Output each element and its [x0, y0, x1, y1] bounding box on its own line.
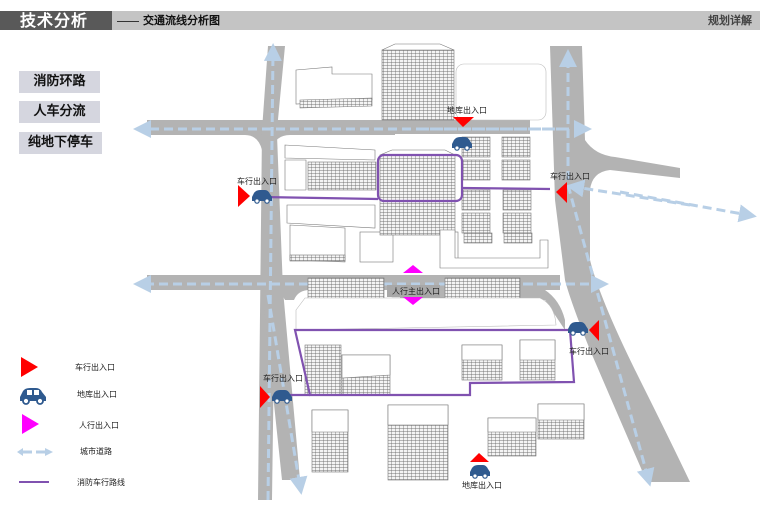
label-east-upper-vehicle: 车行出入口: [550, 172, 590, 181]
dash-divider: [117, 20, 139, 22]
legend-label-fire-route: 消防车行路线: [77, 478, 125, 487]
label-west-upper-vehicle: 车行出入口: [237, 177, 277, 186]
header-bar: 技术分析 交通流线分析图 规划详解: [0, 11, 760, 30]
east-lower-vehicle-entry-icon: [589, 320, 599, 341]
legend-label-pedestrian-entry: 人行出入口: [79, 421, 119, 430]
subtitle-text: 交通流线分析图: [143, 14, 220, 27]
label-east-lower-vehicle: 车行出入口: [569, 347, 609, 356]
pedestrian-label-bg: [387, 285, 440, 297]
label-pedestrian-main: 人行主出入口: [392, 287, 440, 296]
car-icon: [20, 388, 46, 405]
west-lower-vehicle-entry-icon: [260, 386, 270, 408]
legend-label-garage-entry: 地库出入口: [77, 390, 117, 399]
tag-pedestrian-vehicle-separation: 人车分流: [19, 101, 100, 123]
vehicle-entries: [238, 117, 599, 462]
red-triangle-icon: [21, 357, 38, 377]
pedestrian-entries: [403, 265, 423, 305]
tag-fire-loop: 消防环路: [19, 71, 100, 93]
south-garage-entry-icon: [470, 453, 489, 462]
legend-label-vehicle-entry: 车行出入口: [75, 363, 115, 372]
dashed-double-arrow-icon: [17, 448, 53, 456]
north-garage-entry-icon: [453, 117, 474, 127]
label-west-lower-vehicle: 车行出入口: [263, 374, 303, 383]
tag-underground-parking: 纯地下停车: [19, 132, 102, 154]
label-south-garage: 地库出入口: [462, 481, 502, 490]
page-subtitle: 交通流线分析图: [117, 11, 220, 30]
label-north-garage: 地库出入口: [447, 106, 487, 115]
city-road-arrows: [133, 43, 757, 501]
magenta-triangle-icon: [22, 414, 39, 434]
header-right-label: 规划详解: [708, 14, 752, 27]
purple-line-icon: [19, 481, 49, 483]
car-icons: [252, 137, 588, 479]
legend-label-city-road: 城市道路: [80, 447, 112, 456]
east-upper-vehicle-entry-icon: [556, 182, 567, 203]
fire-route: [261, 153, 576, 397]
buildings: [284, 43, 585, 481]
section-title: 技术分析: [0, 11, 112, 30]
west-upper-vehicle-entry-icon: [238, 185, 250, 207]
